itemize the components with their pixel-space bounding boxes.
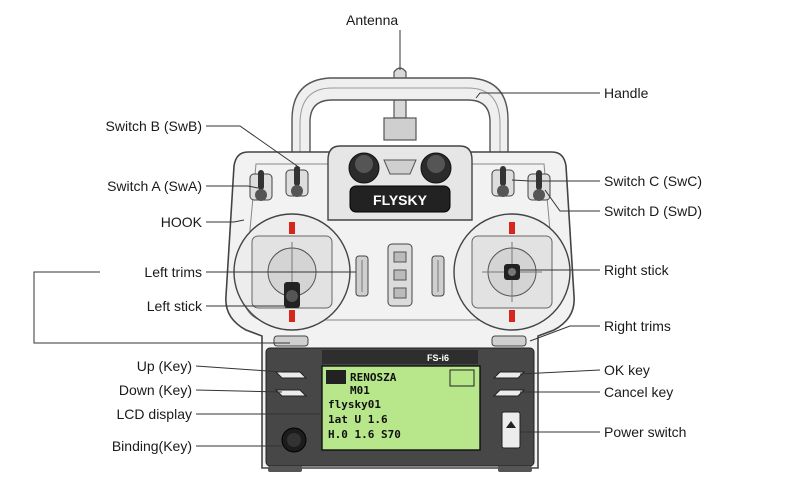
- label-switch-c: Switch C (SwC): [604, 173, 703, 189]
- binding-key: [281, 427, 307, 453]
- label-right-trims: Right trims: [604, 318, 671, 334]
- ok-key: [492, 371, 526, 379]
- brand-plate: FLYSKY: [349, 185, 451, 213]
- label-antenna: Antenna: [346, 12, 399, 28]
- lcd-line-2: M01: [350, 384, 370, 397]
- label-power-switch: Power switch: [604, 424, 687, 440]
- down-key: [274, 389, 308, 397]
- label-switch-d: Switch D (SwD): [604, 203, 703, 219]
- label-hook: HOOK: [160, 214, 202, 230]
- lcd-line-4: 1at U 1.6: [328, 413, 388, 426]
- right-horizontal-trim: [491, 335, 527, 347]
- top-knobs: [348, 152, 452, 184]
- model-text: FS-i6: [427, 353, 449, 363]
- switch-d: [527, 170, 551, 201]
- right-vertical-trim: [431, 255, 445, 297]
- cancel-key: [492, 389, 526, 397]
- label-down-key: Down (Key): [118, 382, 192, 398]
- label-binding-key: Binding(Key): [111, 438, 192, 454]
- label-up-key: Up (Key): [136, 358, 192, 374]
- leader-lines: [33, 30, 601, 447]
- brand-text: FLYSKY: [373, 192, 428, 208]
- label-switch-a: Switch A (SwA): [107, 178, 202, 194]
- right-stick: [504, 264, 520, 280]
- lcd-line-5: H.0 1.6 S70: [328, 428, 401, 441]
- switch-a: [249, 170, 273, 201]
- label-cancel-key: Cancel key: [604, 384, 674, 400]
- label-left-trims: Left trims: [144, 264, 202, 280]
- label-right-stick: Right stick: [604, 262, 669, 278]
- label-switch-b: Switch B (SwB): [105, 118, 202, 134]
- center-trim-block: [387, 243, 413, 307]
- left-stick: [284, 282, 300, 308]
- up-key: [274, 371, 308, 379]
- label-lcd-display: LCD display: [116, 406, 192, 422]
- label-ok-key: OK key: [604, 362, 650, 378]
- left-horizontal-trim: [273, 335, 309, 347]
- panel-feet: [268, 466, 532, 472]
- label-handle: Handle: [604, 85, 649, 101]
- switch-b: [285, 166, 309, 197]
- lcd-line-1: RENOSZA: [350, 371, 397, 384]
- lcd-display: RENOSZA M01 flysky01 1at U 1.6 H.0 1.6 S…: [321, 365, 481, 451]
- label-left-stick: Left stick: [146, 298, 202, 314]
- switch-c: [491, 166, 515, 197]
- power-switch: [501, 411, 521, 449]
- lcd-line-3: flysky01: [328, 398, 381, 411]
- left-vertical-trim: [355, 255, 369, 297]
